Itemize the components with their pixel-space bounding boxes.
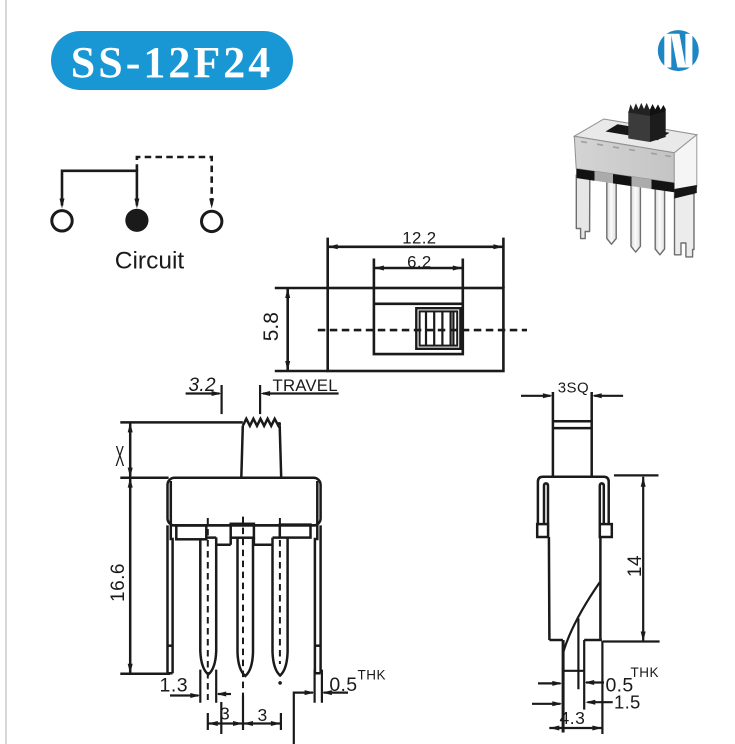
svg-text:14: 14 (625, 555, 646, 577)
svg-text:16.6: 16.6 (108, 563, 129, 602)
svg-text:0.5: 0.5 (606, 675, 634, 697)
svg-text:SS-12F24: SS-12F24 (71, 38, 273, 87)
svg-text:12.2: 12.2 (402, 228, 436, 247)
svg-text:THK: THK (631, 665, 660, 680)
svg-text:0.5: 0.5 (329, 674, 357, 696)
svg-text:1.3: 1.3 (160, 675, 189, 697)
svg-text:6.2: 6.2 (407, 253, 432, 272)
svg-text:4.3: 4.3 (560, 708, 586, 728)
svg-text:THK: THK (358, 668, 387, 683)
svg-text:X: X (115, 439, 124, 472)
svg-text:3.2: 3.2 (189, 375, 216, 396)
svg-text:3SQ: 3SQ (558, 380, 590, 397)
svg-text:3: 3 (220, 704, 230, 724)
svg-text:5.8: 5.8 (260, 312, 283, 341)
svg-text:TRAVEL: TRAVEL (273, 376, 338, 395)
svg-text:Circuit: Circuit (115, 248, 185, 275)
svg-text:3: 3 (258, 705, 268, 725)
svg-text:1.5: 1.5 (614, 692, 641, 713)
